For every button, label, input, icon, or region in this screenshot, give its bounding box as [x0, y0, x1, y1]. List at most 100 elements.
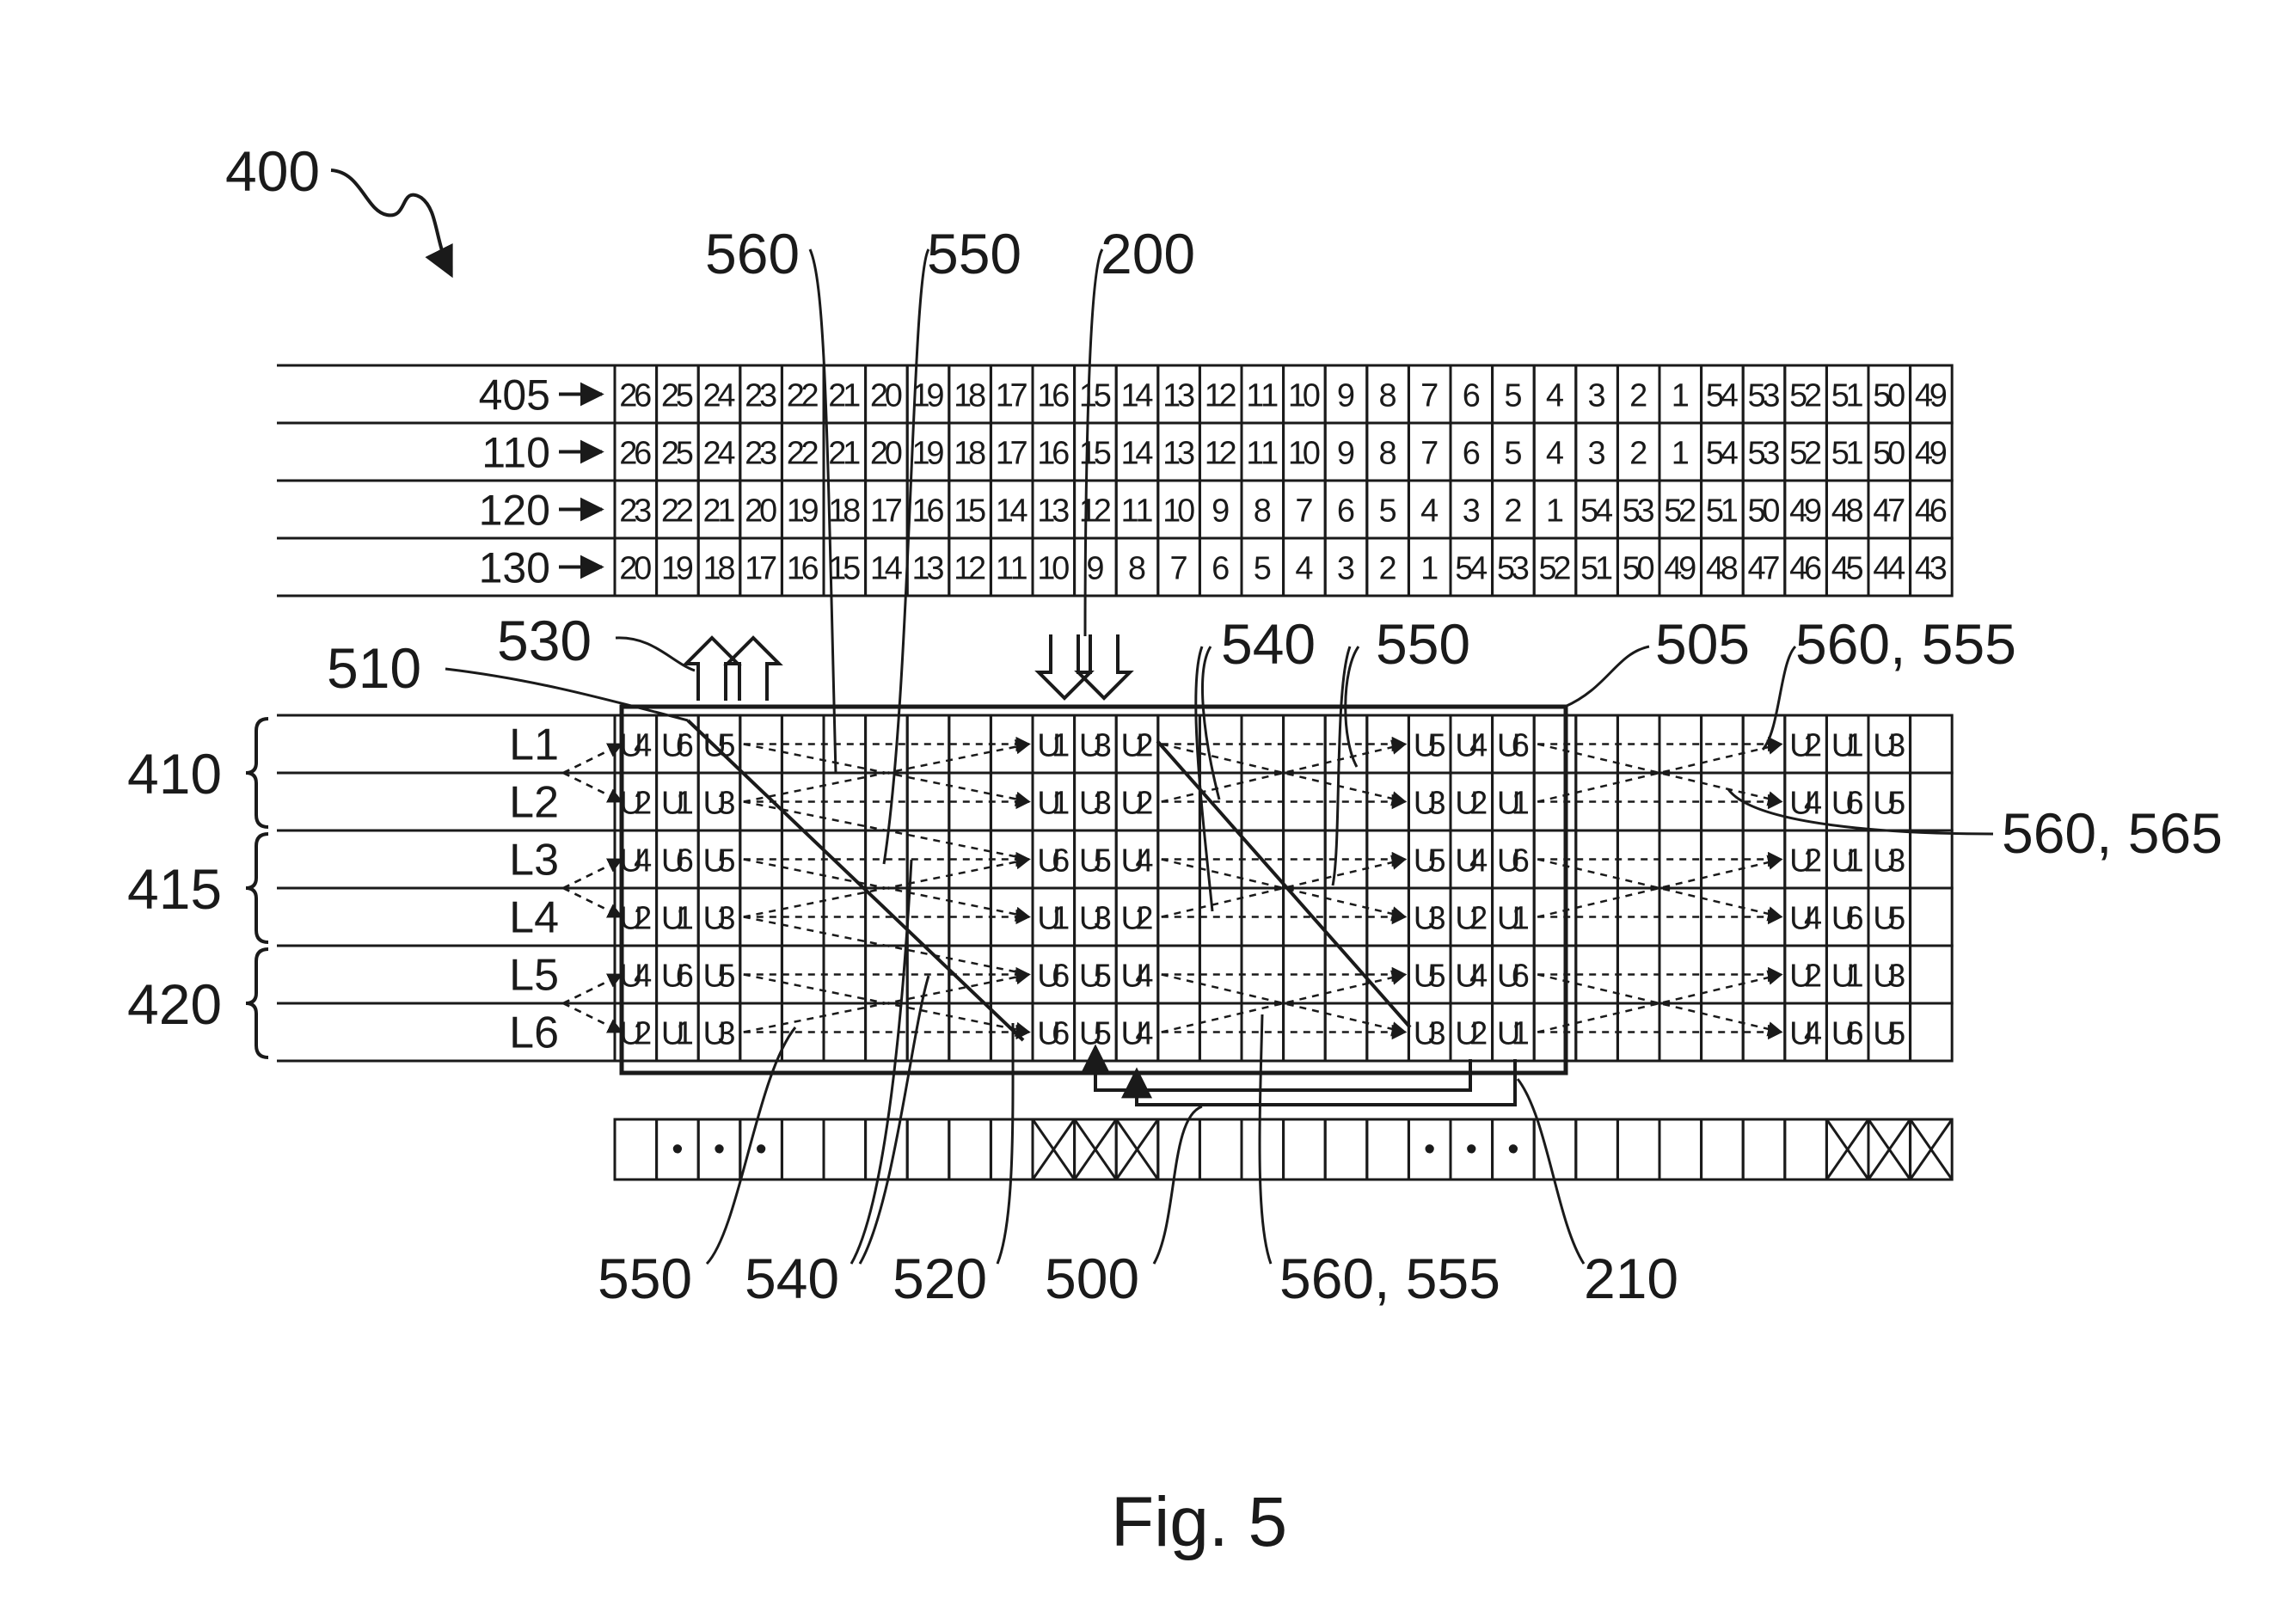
layer-entry-arrow [562, 1002, 623, 1033]
top-table-value: 10 [1288, 378, 1321, 414]
top-table-value: 18 [954, 378, 986, 414]
layer-cell-value: U5 [1079, 959, 1112, 995]
strip-cell [1909, 1118, 1954, 1181]
top-table-value: 12 [954, 551, 986, 587]
top-table-value: 48 [1831, 493, 1864, 530]
top-table-value: 6 [1337, 493, 1355, 530]
top-table-value: 53 [1748, 378, 1781, 414]
layer-cell-value: U5 [703, 728, 736, 764]
top-table-value: 54 [1706, 378, 1739, 414]
top-table-value: 23 [619, 493, 652, 530]
top-table-value: 52 [1539, 551, 1572, 587]
top-table-value: 1 [1672, 378, 1690, 414]
dashed-connector [743, 973, 1031, 1037]
dashed-connector [1161, 855, 1408, 918]
callout-560-555-right: 560, 555 [1795, 612, 2016, 676]
strip-cell [1323, 1118, 1369, 1181]
top-table-value: 52 [1789, 378, 1822, 414]
top-table-value: 14 [1121, 436, 1154, 472]
top-table-value: 2 [1504, 493, 1522, 530]
top-table-value: 5 [1504, 436, 1522, 472]
top-table-value: 5 [1254, 551, 1272, 587]
dashed-connector [1537, 739, 1783, 803]
layer-cell-value: U3 [1414, 1016, 1446, 1052]
callout-550-mid: 550 [1376, 612, 1470, 676]
top-table-value: 11 [1121, 493, 1154, 530]
strip-cell [905, 1118, 951, 1181]
top-table-value: 12 [1079, 493, 1112, 530]
callout-b500: 500 [1045, 1247, 1139, 1310]
layer-cell-value: U3 [1414, 786, 1446, 822]
top-table-value: 1 [1420, 551, 1439, 587]
leader-560-top [808, 248, 837, 775]
layer-cell-value: U3 [1873, 728, 1905, 764]
group-label: 415 [127, 857, 222, 921]
dashed-connector [1161, 743, 1408, 806]
layer-cell-value: U2 [619, 786, 652, 822]
hollow-arrow-up-2 [723, 635, 783, 701]
strip-cross [1825, 1118, 1870, 1180]
dashed-connector [743, 743, 1031, 806]
top-table-value: 49 [1664, 551, 1696, 587]
layer-entry-arrow [562, 771, 623, 803]
layer-cell-value: U6 [1831, 1016, 1864, 1052]
top-table-value: 25 [661, 378, 694, 414]
layer-cell [1616, 886, 1661, 947]
top-table-value: 3 [1588, 378, 1606, 414]
strip-cell [1783, 1118, 1828, 1181]
top-table-value: 49 [1915, 436, 1948, 472]
top-table-value: 5 [1504, 378, 1522, 414]
callout-530: 530 [497, 609, 592, 672]
top-table-value: 2 [1379, 551, 1397, 587]
layer-cell-value: U6 [1037, 1016, 1070, 1052]
top-table-value: 7 [1420, 436, 1439, 472]
layer-cell-value: U5 [703, 843, 736, 879]
top-table-value: 17 [996, 436, 1028, 472]
strip-dot: • [1424, 1131, 1435, 1167]
strip-dot: • [672, 1131, 683, 1167]
top-table-value: 11 [1246, 378, 1279, 414]
layer-cell-value: U5 [1873, 786, 1905, 822]
top-table-value: 49 [1915, 378, 1948, 414]
dashed-connector [1161, 858, 1408, 922]
top-table-value: 51 [1580, 551, 1613, 587]
top-table-value: 12 [1205, 378, 1237, 414]
layer-label: L2 [509, 778, 559, 828]
leader-540-mid-b [1194, 646, 1214, 912]
ref-400: 400 [225, 139, 320, 203]
strip-cross [1031, 1118, 1076, 1180]
top-table-value: 22 [787, 378, 819, 414]
top-table-value: 22 [661, 493, 694, 530]
top-table-value: 23 [745, 436, 777, 472]
top-table-value: 19 [787, 493, 819, 530]
top-table-value: 21 [828, 436, 861, 472]
leader-b500 [1152, 1105, 1203, 1265]
dashed-connector [1161, 739, 1408, 803]
layer-entry-arrow [562, 858, 623, 890]
top-table-value: 44 [1873, 551, 1905, 587]
top-table-value: 23 [745, 378, 777, 414]
top-row-label: 120 [479, 487, 550, 535]
top-table-value: 6 [1463, 436, 1481, 472]
leader-b520 [996, 1022, 1015, 1265]
layer-cell [1909, 1002, 1954, 1063]
top-table-value: 4 [1546, 378, 1564, 414]
top-table-value: 18 [703, 551, 736, 587]
layer-cell-value: U1 [1497, 901, 1530, 937]
layer-cell-value: U1 [1037, 786, 1070, 822]
layer-cell [1240, 714, 1285, 775]
top-table-value: 50 [1873, 378, 1905, 414]
top-table-value: 15 [1079, 378, 1112, 414]
top-table-value: 50 [1748, 493, 1781, 530]
top-table-value: 10 [1037, 551, 1070, 587]
layer-cell [1616, 714, 1661, 775]
dashed-connector [1161, 973, 1408, 1037]
layer-cell-value: U1 [1831, 728, 1864, 764]
dashed-connector [1537, 973, 1783, 1037]
top-table-value: 9 [1337, 436, 1355, 472]
layer-cell-value: U2 [1455, 1016, 1488, 1052]
top-table-value: 7 [1295, 493, 1313, 530]
top-table-value: 3 [1337, 551, 1355, 587]
